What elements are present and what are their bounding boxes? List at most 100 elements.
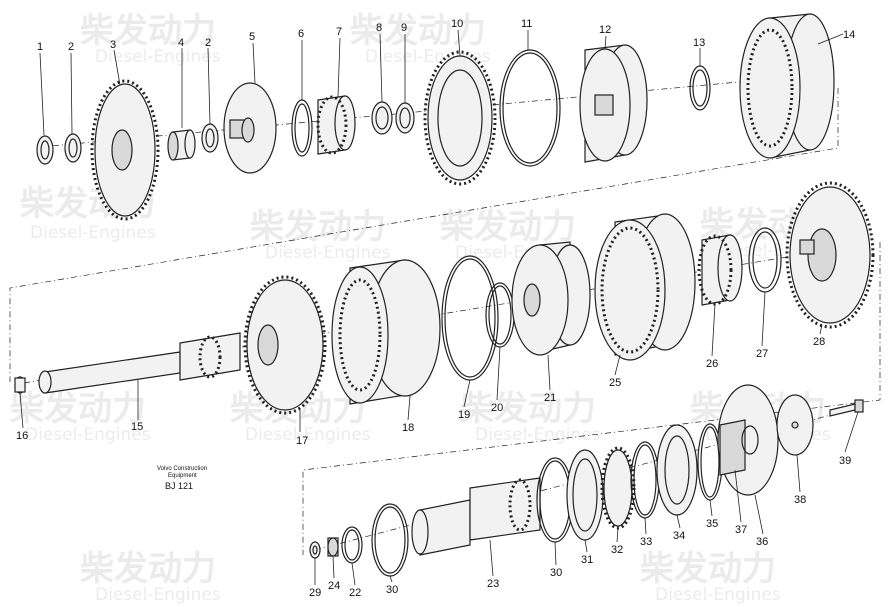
part-25-ring-gear xyxy=(594,213,696,361)
watermark-en: Diesel-Engines xyxy=(265,243,391,263)
part-5-planet-carrier xyxy=(223,82,277,174)
part-7-planet-gear xyxy=(316,95,356,155)
watermark-cn: 柴发动力 xyxy=(350,11,486,51)
part-38-plate xyxy=(776,394,814,456)
callout-12: 12 xyxy=(599,24,611,36)
watermark-en: Diesel-Engines xyxy=(95,47,221,67)
callout-29: 29 xyxy=(309,587,321,599)
part-12-carrier xyxy=(579,44,648,163)
watermark-en: Diesel-Engines xyxy=(475,425,601,445)
caption-line-2: Equipment xyxy=(168,473,197,479)
part-31-bearing xyxy=(566,449,604,541)
part-9-ring xyxy=(395,102,415,134)
part-23-output-shaft xyxy=(411,477,541,556)
callout-39: 39 xyxy=(839,455,851,467)
watermark-cn: 柴发动力 xyxy=(640,549,776,589)
callout-35: 35 xyxy=(706,518,718,530)
part-24-bushing xyxy=(327,537,339,557)
callout-14: 14 xyxy=(843,29,855,41)
part-36-flange xyxy=(717,384,779,496)
caption-line-1: Volvo Construction xyxy=(157,466,207,472)
part-32-gear-ring xyxy=(600,446,636,530)
callout-6: 6 xyxy=(298,28,304,40)
watermark-en: Diesel-Engines xyxy=(245,425,371,445)
callout-18: 18 xyxy=(402,422,414,434)
watermark-en: Diesel-Engines xyxy=(30,223,156,243)
watermark-cn: 柴发动力 xyxy=(440,207,576,247)
callout-32: 32 xyxy=(611,544,623,556)
watermark-en: Diesel-Engines xyxy=(25,425,151,445)
part-20-ring xyxy=(485,282,515,348)
watermark-cn: 柴发动力 xyxy=(460,389,596,429)
callout-8: 8 xyxy=(376,22,382,34)
part-2b-seal-ring xyxy=(201,123,219,153)
part-18-ring-gear xyxy=(331,259,441,405)
callout-2: 2 xyxy=(68,41,74,53)
part-14-ring-gear-housing xyxy=(739,13,835,159)
row-3-parts xyxy=(309,384,864,577)
callout-33: 33 xyxy=(640,536,652,548)
part-28-gear-carrier xyxy=(785,181,875,329)
callout-10: 10 xyxy=(451,18,463,30)
callout-17: 17 xyxy=(296,435,308,447)
part-1-seal-ring xyxy=(36,135,54,165)
part-26-planet-gear xyxy=(697,234,743,306)
callout-7: 7 xyxy=(336,26,342,38)
part-29-washer xyxy=(309,541,321,559)
part-16-bearing xyxy=(14,376,26,394)
callout-26: 26 xyxy=(706,358,718,370)
watermark-en: Diesel-Engines xyxy=(655,585,781,605)
callout-15: 15 xyxy=(131,421,143,433)
callout-11: 11 xyxy=(521,18,532,30)
callout-1: 1 xyxy=(37,41,43,53)
callout-27: 27 xyxy=(756,348,768,360)
part-30-ring xyxy=(371,503,409,577)
callout-9: 9 xyxy=(401,22,407,34)
part-4-bushing xyxy=(167,129,196,161)
callout-36: 36 xyxy=(756,536,768,548)
part-17-sun-gear-assy xyxy=(243,275,327,415)
part-3-sprocket-gear xyxy=(90,79,160,221)
row-1-parts xyxy=(36,13,835,221)
callout-3: 3 xyxy=(110,39,116,51)
part-10-ring-gear xyxy=(423,50,497,186)
part-22-ring xyxy=(341,526,363,564)
part-33-ring xyxy=(630,441,660,519)
part-13-ring xyxy=(689,65,711,111)
watermark-cn: 柴发动力 xyxy=(10,389,146,429)
caption-code: BJ 121 xyxy=(165,481,193,491)
part-21-carrier xyxy=(511,241,591,356)
watermark-en: Diesel-Engines xyxy=(95,585,221,605)
watermark-cn: 柴发动力 xyxy=(80,549,216,589)
callout-25: 25 xyxy=(609,377,621,389)
part-34-bearing xyxy=(656,424,698,516)
callout-22: 22 xyxy=(349,587,361,599)
callout-19: 19 xyxy=(458,409,470,421)
part-39-bolt xyxy=(829,399,864,417)
callout-30b: 30 xyxy=(550,567,562,579)
part-2-seal-ring xyxy=(64,133,82,163)
callout-16: 16 xyxy=(16,430,28,442)
callout-4: 4 xyxy=(178,37,184,49)
callout-2b: 2 xyxy=(205,37,211,49)
callout-24: 24 xyxy=(328,580,340,592)
watermark-cn: 柴发动力 xyxy=(250,207,386,247)
watermark-cn: 柴发动力 xyxy=(80,11,216,51)
callout-5: 5 xyxy=(249,31,255,43)
callout-13: 13 xyxy=(693,37,705,49)
callout-34: 34 xyxy=(673,530,685,542)
callout-31: 31 xyxy=(581,554,593,566)
callout-38: 38 xyxy=(794,494,806,506)
part-15-shaft xyxy=(38,332,241,394)
watermark-layer: 柴发动力 Diesel-Engines 柴发动力 Diesel-Engines … xyxy=(10,11,841,605)
callout-37: 37 xyxy=(735,524,747,536)
part-11-circlip xyxy=(499,49,561,167)
callout-30: 30 xyxy=(386,584,398,596)
drawing-caption: Volvo Construction Equipment BJ 121 xyxy=(157,466,207,491)
part-8-ring xyxy=(371,101,393,135)
part-6-snap-ring xyxy=(291,99,313,157)
callout-28: 28 xyxy=(813,336,825,348)
leader-lines xyxy=(19,29,859,586)
